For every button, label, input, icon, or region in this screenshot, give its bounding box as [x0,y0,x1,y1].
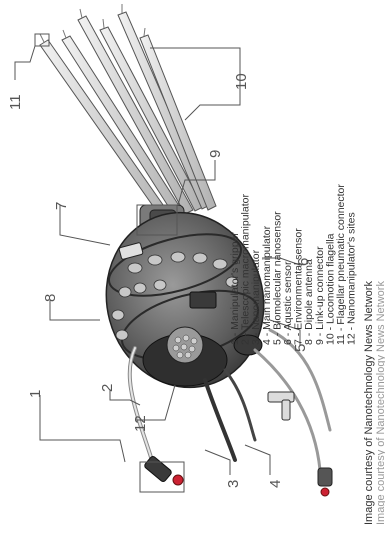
callout-4: 4 [267,480,284,488]
callout-11: 11 [7,94,24,110]
manipulator-gripper [144,455,183,485]
callout-12: 12 [132,415,149,432]
acoustic-sensor [190,292,216,308]
callout-3: 3 [225,480,242,488]
credit-line-1: Image courtesy of Nanotechnology News Ne… [363,281,375,525]
credit-line-2: Image courtesy of Nanotechnology News Ne… [375,281,385,525]
callout-2: 2 [99,384,116,392]
callout-10: 10 [233,73,250,90]
main-nanomanipulator-gripper [268,392,294,420]
callout-9: 9 [207,150,224,158]
legend-item: 12 - Nanomanipulator's sites [346,212,358,345]
callout-8: 8 [42,294,59,302]
callout-1: 1 [27,390,44,398]
image-credit: Image courtesy of Nanotechnology News Ne… [363,281,385,525]
callout-7: 7 [53,202,70,210]
locomotion-flagella [40,12,216,226]
flagellar-end-cap [318,468,332,496]
